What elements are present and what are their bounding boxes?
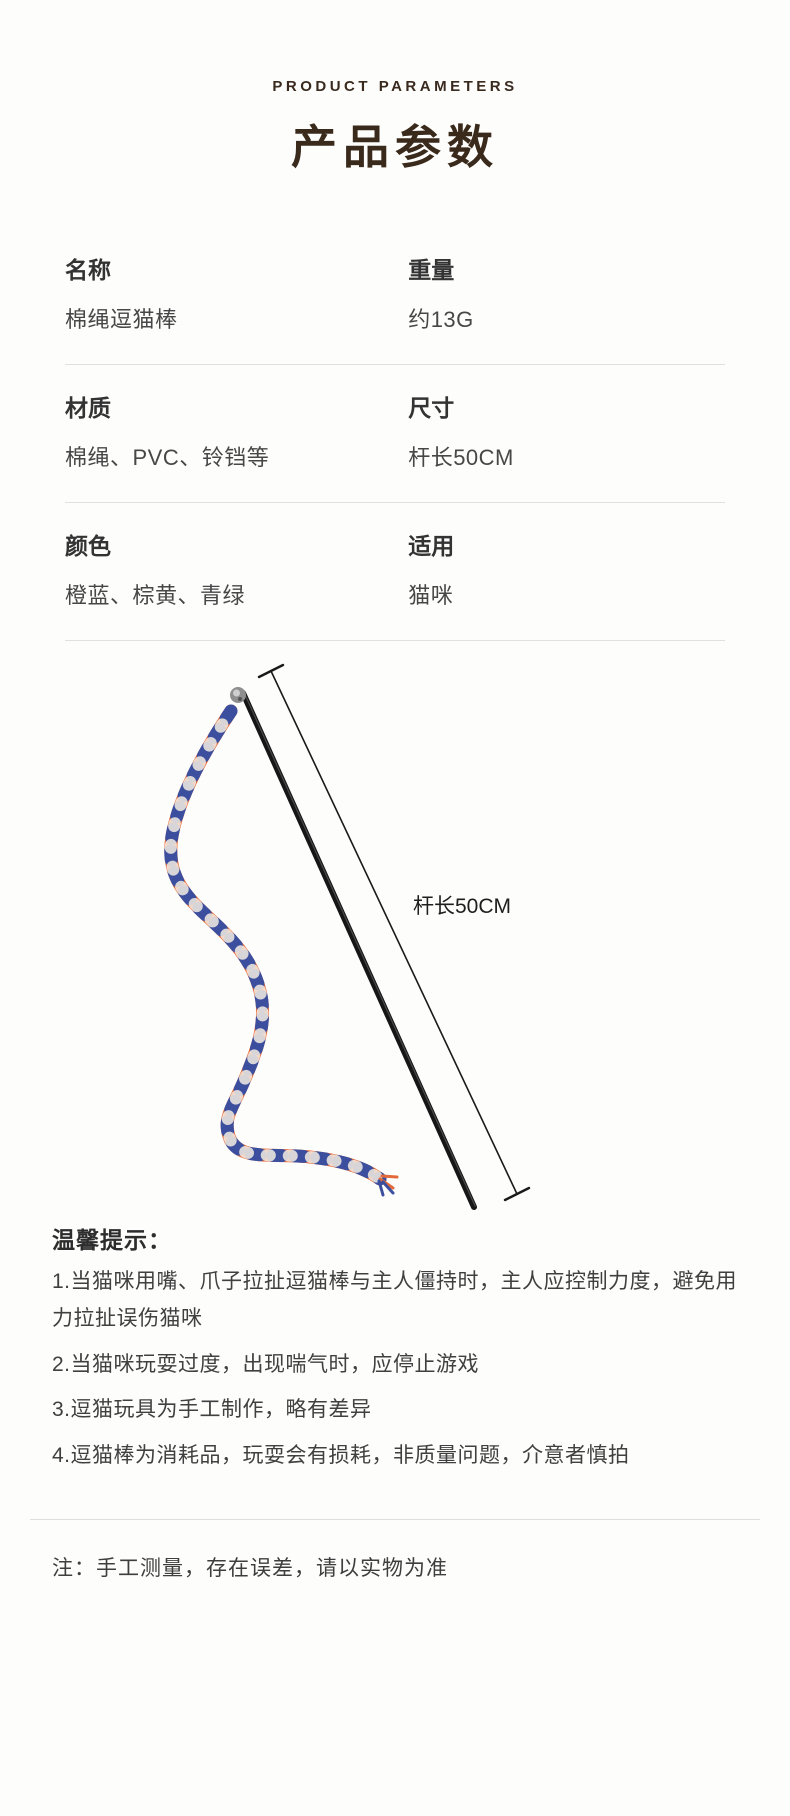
param-value: 棉绳逗猫棒 xyxy=(65,307,178,332)
param-label: 重量 xyxy=(408,257,455,283)
measure-label: 杆长50CM xyxy=(413,895,511,918)
param-cell-material: 材质 棉绳、PVC、铃铛等 xyxy=(65,389,408,472)
tips-section: 温馨提示： 1.当猫咪用嘴、爪子拉扯逗猫棒与主人僵持时，主人应控制力度，避免用力… xyxy=(52,1221,738,1475)
measure-line xyxy=(257,663,531,1202)
wand-illustration: 杆长50CM xyxy=(164,663,531,1210)
header: PRODUCT PARAMETERS 产品参数 xyxy=(0,0,790,177)
param-label: 名称 xyxy=(65,257,111,283)
param-cell-weight: 重量 约13G xyxy=(408,251,725,334)
param-label: 颜色 xyxy=(65,533,111,559)
param-row-1: 名称 棉绳逗猫棒 重量 约13G xyxy=(65,227,725,365)
param-cell-name: 名称 棉绳逗猫棒 xyxy=(65,251,408,334)
footer-note: 注：手工测量，存在误差，请以实物为准 xyxy=(52,1556,448,1580)
param-value: 猫咪 xyxy=(408,583,454,608)
tip-item-2: 2.当猫咪玩耍过度，出现喘气时，应停止游戏 xyxy=(52,1352,480,1376)
tip-item-4: 4.逗猫棒为消耗品，玩耍会有损耗，非质量问题，介意者慎拍 xyxy=(52,1444,630,1467)
param-value: 约13G xyxy=(408,307,474,332)
bell-icon xyxy=(230,687,246,703)
param-cell-suitable: 适用 猫咪 xyxy=(408,527,725,610)
subtitle-en: PRODUCT PARAMETERS xyxy=(272,78,518,95)
footer-divider xyxy=(30,1518,760,1520)
rope xyxy=(164,704,399,1197)
rope-orange-strand xyxy=(164,704,387,1186)
page-title: 产品参数 xyxy=(291,121,499,173)
param-value: 杆长50CM xyxy=(408,445,514,470)
tips-heading: 温馨提示： xyxy=(52,1227,172,1253)
rope-frayed-end xyxy=(377,1174,399,1197)
param-label: 尺寸 xyxy=(408,395,455,421)
param-label: 材质 xyxy=(65,395,111,421)
rod-highlight xyxy=(244,692,476,1207)
rope-white-twist xyxy=(164,705,386,1185)
product-figure: 杆长50CM xyxy=(0,641,790,1221)
param-cell-size: 尺寸 杆长50CM xyxy=(408,389,725,472)
parameters-table: 名称 棉绳逗猫棒 重量 约13G 材质 棉绳、PVC、铃铛等 尺寸 杆长50CM… xyxy=(65,227,725,641)
param-cell-color: 颜色 橙蓝、棕黄、青绿 xyxy=(65,527,408,610)
tip-item-3: 3.逗猫玩具为手工制作，略有差异 xyxy=(52,1398,372,1422)
param-row-3: 颜色 橙蓝、棕黄、青绿 适用 猫咪 xyxy=(65,503,725,641)
param-value: 棉绳、PVC、铃铛等 xyxy=(65,445,270,470)
param-label: 适用 xyxy=(408,533,455,559)
wand-rod xyxy=(240,690,477,1210)
param-value: 橙蓝、棕黄、青绿 xyxy=(65,583,246,608)
rope-blue-strand xyxy=(164,704,387,1186)
param-row-2: 材质 棉绳、PVC、铃铛等 尺寸 杆长50CM xyxy=(65,365,725,503)
tip-item-1: 1.当猫咪用嘴、爪子拉扯逗猫棒与主人僵持时，主人应控制力度，避免用力拉扯误伤猫咪 xyxy=(52,1270,738,1330)
